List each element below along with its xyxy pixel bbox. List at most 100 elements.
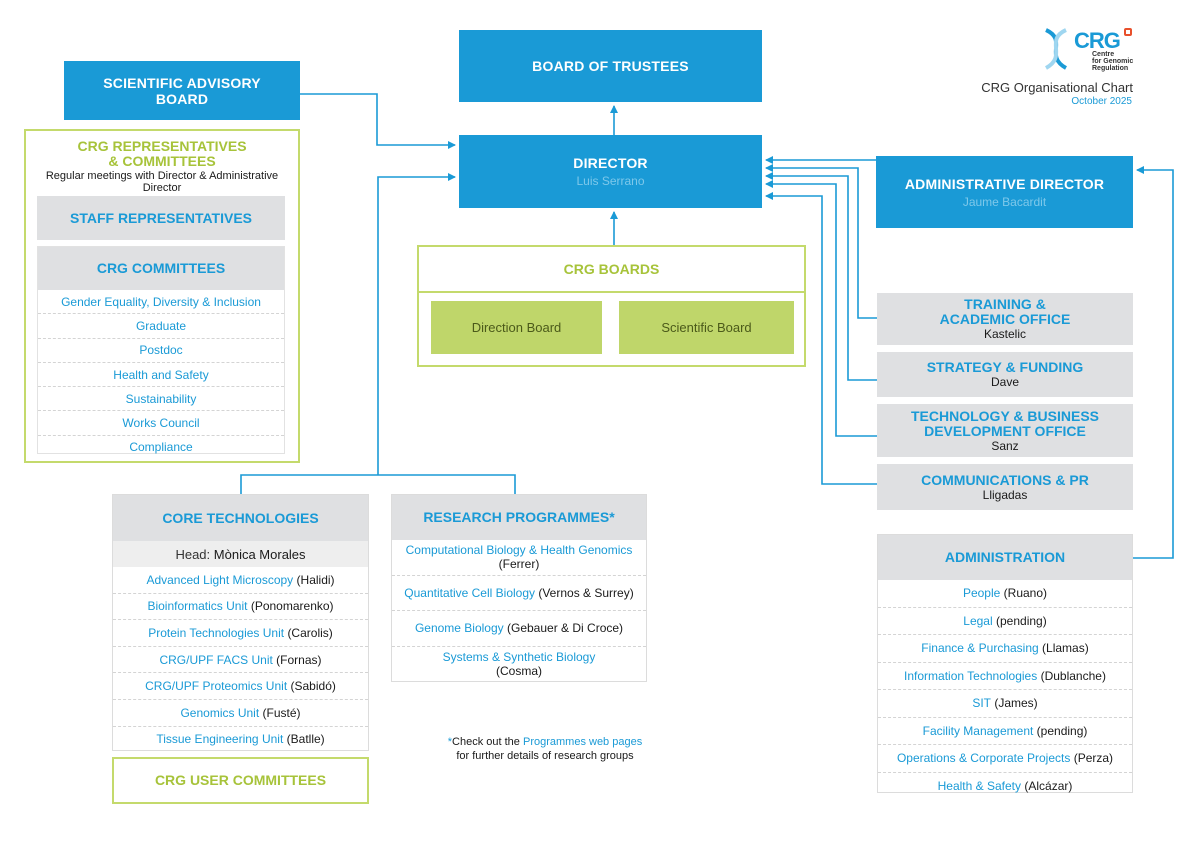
core-unit-person: (Fusté) (262, 705, 301, 720)
footnote: *Check out the Programmes web pages for … (420, 735, 670, 763)
administration-item[interactable]: Health & Safety (Alcázar) (878, 773, 1132, 800)
communications-pr-title: COMMUNICATIONS & PR (921, 471, 1089, 488)
logo-subtitle: Centre for Genomic Regulation (1092, 51, 1133, 72)
committee-item[interactable]: Health and Safety (38, 363, 284, 388)
core-unit-item[interactable]: Advanced Light Microscopy (Halidi) (113, 567, 368, 594)
committee-label: Sustainability (125, 391, 197, 406)
core-unit-name: Advanced Light Microscopy (146, 572, 294, 587)
admin-director-title: ADMINISTRATIVE DIRECTOR (904, 175, 1105, 192)
administration-title: ADMINISTRATION (944, 549, 1066, 565)
scientific-board-box[interactable]: Scientific Board (619, 301, 794, 354)
core-unit-person: (Sabidó) (290, 679, 336, 694)
staff-representatives-title: STAFF REPRESENTATIVES (69, 209, 252, 226)
programme-person: (Vernos & Surrey) (538, 585, 634, 600)
core-unit-item[interactable]: Genomics Unit (Fusté) (113, 700, 368, 727)
committee-item[interactable]: Compliance (38, 436, 284, 459)
director-box[interactable]: DIRECTOR Luis Serrano (459, 135, 762, 208)
administration-item-name: People (962, 586, 1001, 601)
research-programmes-box: RESEARCH PROGRAMMES* Computational Biolo… (391, 494, 647, 682)
administration-item-name: Finance & Purchasing (921, 641, 1039, 656)
core-unit-person: (Fornas) (276, 652, 322, 667)
administration-item-name: Health & Safety (937, 778, 1022, 793)
training-office-person: Kastelic (983, 327, 1027, 341)
staff-representatives-box[interactable]: STAFF REPRESENTATIVES (37, 196, 285, 240)
chart-date: October 2025 (1071, 96, 1132, 107)
representatives-title-line1: CRG REPRESENTATIVES (77, 138, 247, 154)
committee-item[interactable]: Graduate (38, 314, 284, 339)
core-unit-item[interactable]: CRG/UPF FACS Unit (Fornas) (113, 647, 368, 674)
tech-business-office-box[interactable]: TECHNOLOGY & BUSINESS DEVELOPMENT OFFICE… (877, 404, 1133, 457)
programmes-web-pages-link[interactable]: Programmes web pages (522, 736, 643, 748)
direction-board-box[interactable]: Direction Board (431, 301, 602, 354)
committee-item[interactable]: Works Council (38, 411, 284, 436)
representatives-title-line2: & COMMITTEES (108, 153, 216, 169)
administration-item-person: (pending) (1036, 723, 1088, 738)
committee-item[interactable]: Sustainability (38, 387, 284, 412)
committee-label: Graduate (135, 318, 187, 333)
committee-label: Health and Safety (113, 367, 209, 382)
strategy-funding-title: STRATEGY & FUNDING (926, 359, 1084, 375)
research-programmes-title: RESEARCH PROGRAMMES* (423, 509, 615, 525)
programme-name: Systems & Synthetic Biology (442, 649, 596, 664)
logo-accent-icon (1124, 28, 1132, 36)
committee-label: Gender Equality, Diversity & Inclusion (61, 294, 261, 309)
administration-item-person: (James) (994, 696, 1038, 711)
administrative-director-box[interactable]: ADMINISTRATIVE DIRECTOR Jaume Bacardit (876, 156, 1133, 228)
core-unit-name: CRG/UPF FACS Unit (159, 652, 273, 667)
logo-letters: CRG (1074, 28, 1121, 53)
user-committees-box[interactable]: CRG USER COMMITTEES (112, 757, 369, 804)
core-unit-item[interactable]: Tissue Engineering Unit (Batlle) (113, 727, 368, 753)
research-programme-item[interactable]: Computational Biology & Health Genomics(… (392, 540, 646, 576)
scientific-advisory-board-box[interactable]: SCIENTIFIC ADVISORY BOARD (64, 61, 300, 120)
board-of-trustees-box[interactable]: BOARD OF TRUSTEES (459, 30, 762, 102)
strategy-funding-person: Dave (990, 375, 1019, 389)
strategy-funding-box[interactable]: STRATEGY & FUNDING Dave (877, 352, 1133, 397)
programme-name: Quantitative Cell Biology (404, 585, 535, 600)
administration-item[interactable]: Information Technologies (Dublanche) (878, 663, 1132, 690)
core-unit-name: Protein Technologies Unit (148, 625, 285, 640)
administration-item-name: Operations & Corporate Projects (896, 751, 1071, 766)
training-academic-office-box[interactable]: TRAINING & ACADEMIC OFFICE Kastelic (877, 293, 1133, 345)
footnote-line2: for further details of research groups (456, 750, 634, 762)
research-programme-item[interactable]: Genome Biology (Gebauer & Di Croce) (392, 611, 646, 647)
communications-pr-box[interactable]: COMMUNICATIONS & PR Lligadas (877, 464, 1133, 510)
core-technologies-title: CORE TECHNOLOGIES (162, 509, 319, 526)
administration-item-name: Information Technologies (904, 668, 1038, 683)
admin-director-name: Jaume Bacardit (962, 194, 1047, 209)
core-unit-name: Tissue Engineering Unit (156, 732, 284, 747)
core-unit-item[interactable]: CRG/UPF Proteomics Unit (Sabidó) (113, 673, 368, 700)
sab-title-line1: SCIENTIFIC ADVISORY (103, 74, 261, 91)
crg-boards-title: CRG BOARDS (563, 260, 660, 277)
logo-line-2: for Genomic (1092, 58, 1134, 65)
core-head-name: Mònica Morales (213, 546, 306, 562)
administration-item[interactable]: Finance & Purchasing (Llamas) (878, 635, 1132, 663)
training-office-title-line2: ACADEMIC OFFICE (939, 311, 1071, 327)
administration-item[interactable]: SIT (James) (878, 690, 1132, 718)
core-unit-person: (Halidi) (296, 572, 335, 587)
research-programme-item[interactable]: Systems & Synthetic Biology(Cosma) (392, 647, 646, 682)
research-programmes-list: Computational Biology & Health Genomics(… (392, 540, 646, 681)
core-unit-person: (Batlle) (286, 732, 325, 747)
footnote-pre: Check out the (452, 736, 520, 748)
administration-item[interactable]: People (Ruano) (878, 580, 1132, 608)
committee-item[interactable]: Postdoc (38, 339, 284, 363)
administration-item[interactable]: Legal (pending) (878, 608, 1132, 635)
representatives-subtitle: Regular meetings with Director & Adminis… (45, 170, 279, 194)
director-name: Luis Serrano (576, 174, 645, 188)
administration-item-person: (pending) (996, 613, 1047, 628)
director-title: DIRECTOR (573, 155, 648, 171)
core-unit-item[interactable]: Bioinformatics Unit (Ponomarenko) (113, 594, 368, 621)
research-programme-item[interactable]: Quantitative Cell Biology (Vernos & Surr… (392, 576, 646, 611)
committee-label: Postdoc (139, 343, 183, 358)
core-unit-item[interactable]: Protein Technologies Unit (Carolis) (113, 620, 368, 647)
programme-person: (Cosma) (495, 663, 542, 678)
administration-item-person: (Alcázar) (1024, 778, 1073, 793)
core-unit-person: (Carolis) (287, 625, 333, 640)
committee-item[interactable]: Gender Equality, Diversity & Inclusion (38, 290, 284, 315)
committee-label: Compliance (129, 440, 193, 455)
administration-item[interactable]: Operations & Corporate Projects (Perza) (878, 745, 1132, 773)
administration-item[interactable]: Facility Management (pending) (878, 718, 1132, 745)
core-technologies-box: CORE TECHNOLOGIES Head: Mònica Morales A… (112, 494, 369, 751)
administration-item-name: Legal (963, 613, 993, 628)
